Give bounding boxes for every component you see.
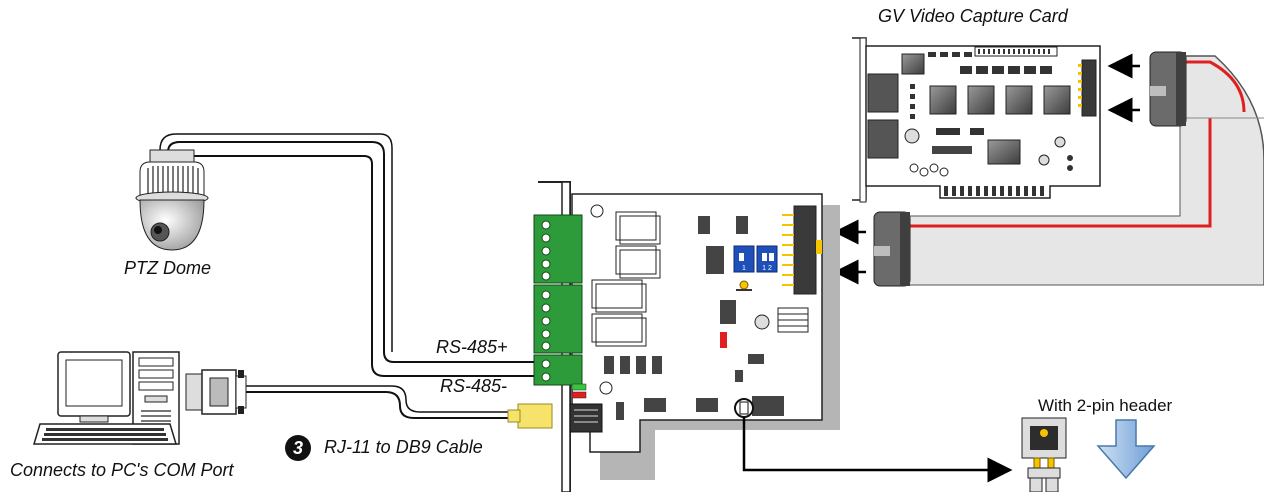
ribbon-connector-bottom bbox=[874, 212, 910, 286]
step-number-badge: 3 bbox=[285, 435, 311, 461]
ptz-camera-icon bbox=[136, 150, 208, 250]
dip-switch-1-label: 1 bbox=[742, 265, 746, 272]
rs485-minus-label: RS-485- bbox=[440, 376, 507, 397]
down-arrow-icon bbox=[1098, 420, 1154, 478]
db9-connector-icon bbox=[186, 370, 246, 414]
jumper-header-icon bbox=[1022, 418, 1066, 492]
rs485-plus-label: RS-485+ bbox=[436, 337, 508, 358]
cable-label: RJ-11 to DB9 Cable bbox=[324, 437, 483, 458]
gv-video-capture-card bbox=[852, 38, 1100, 202]
io-board bbox=[534, 182, 840, 492]
capture-card-label: GV Video Capture Card bbox=[878, 6, 1068, 27]
rj11-jack-icon bbox=[518, 404, 552, 428]
dip-switch-2-label: 1 2 bbox=[762, 265, 772, 272]
ptz-dome-label: PTZ Dome bbox=[124, 258, 211, 279]
pc-computer-icon bbox=[34, 352, 179, 444]
pc-com-port-label: Connects to PC's COM Port bbox=[10, 460, 234, 481]
two-pin-header-label: With 2-pin header bbox=[1038, 396, 1172, 416]
ribbon-connector-top bbox=[1150, 52, 1186, 126]
